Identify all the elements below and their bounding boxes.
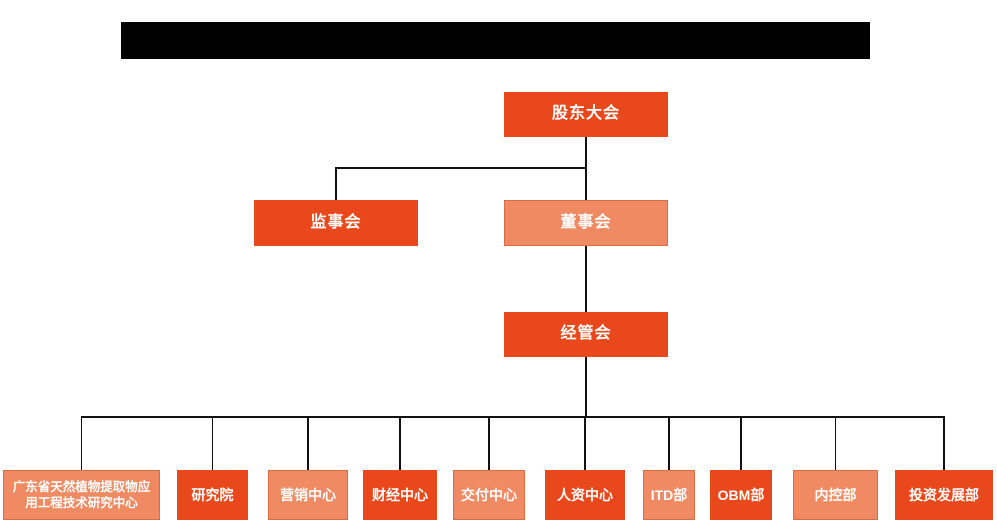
org-node-investment-development-department: 投资发展部 — [895, 470, 993, 520]
org-node-research-center: 广东省天然植物提取物应用工程技术研究中心 — [3, 470, 160, 520]
connector-drop-dept-8 — [834, 416, 837, 470]
connector-bottom-branch — [81, 416, 944, 418]
connector-management-down — [585, 357, 587, 417]
org-node-board-of-directors: 董事会 — [504, 200, 668, 246]
org-node-supervisory-board: 监事会 — [254, 200, 418, 246]
connector-drop-dept-6 — [668, 416, 670, 470]
org-node-marketing-center: 营销中心 — [268, 470, 348, 520]
connector-root-down — [585, 137, 587, 168]
org-node-management-committee: 经管会 — [504, 312, 668, 357]
connector-drop-dept-0 — [80, 416, 83, 470]
connector-drop-dept-1 — [211, 416, 214, 470]
connector-drop-dept-3 — [399, 416, 401, 470]
connector-drop-dept-5 — [584, 416, 586, 470]
org-node-internal-control-department: 内控部 — [793, 470, 878, 520]
connector-drop-board — [585, 167, 587, 200]
connector-drop-dept-4 — [488, 416, 490, 470]
connector-top-branch — [335, 167, 587, 169]
org-node-finance-center: 财经中心 — [363, 470, 437, 520]
connector-drop-dept-7 — [740, 416, 742, 470]
org-node-itd-department: ITD部 — [643, 470, 695, 520]
redacted-title-bar — [121, 22, 870, 59]
org-node-obm-department: OBM部 — [710, 470, 772, 520]
connector-board-management — [585, 246, 587, 312]
org-node-delivery-center: 交付中心 — [453, 470, 525, 520]
connector-drop-dept-9 — [943, 416, 945, 470]
org-node-shareholders-meeting: 股东大会 — [504, 92, 668, 137]
connector-drop-supervisory — [335, 167, 337, 200]
org-node-hr-center: 人资中心 — [545, 470, 625, 520]
connector-drop-dept-2 — [307, 416, 309, 470]
org-node-research-institute: 研究院 — [177, 470, 248, 520]
